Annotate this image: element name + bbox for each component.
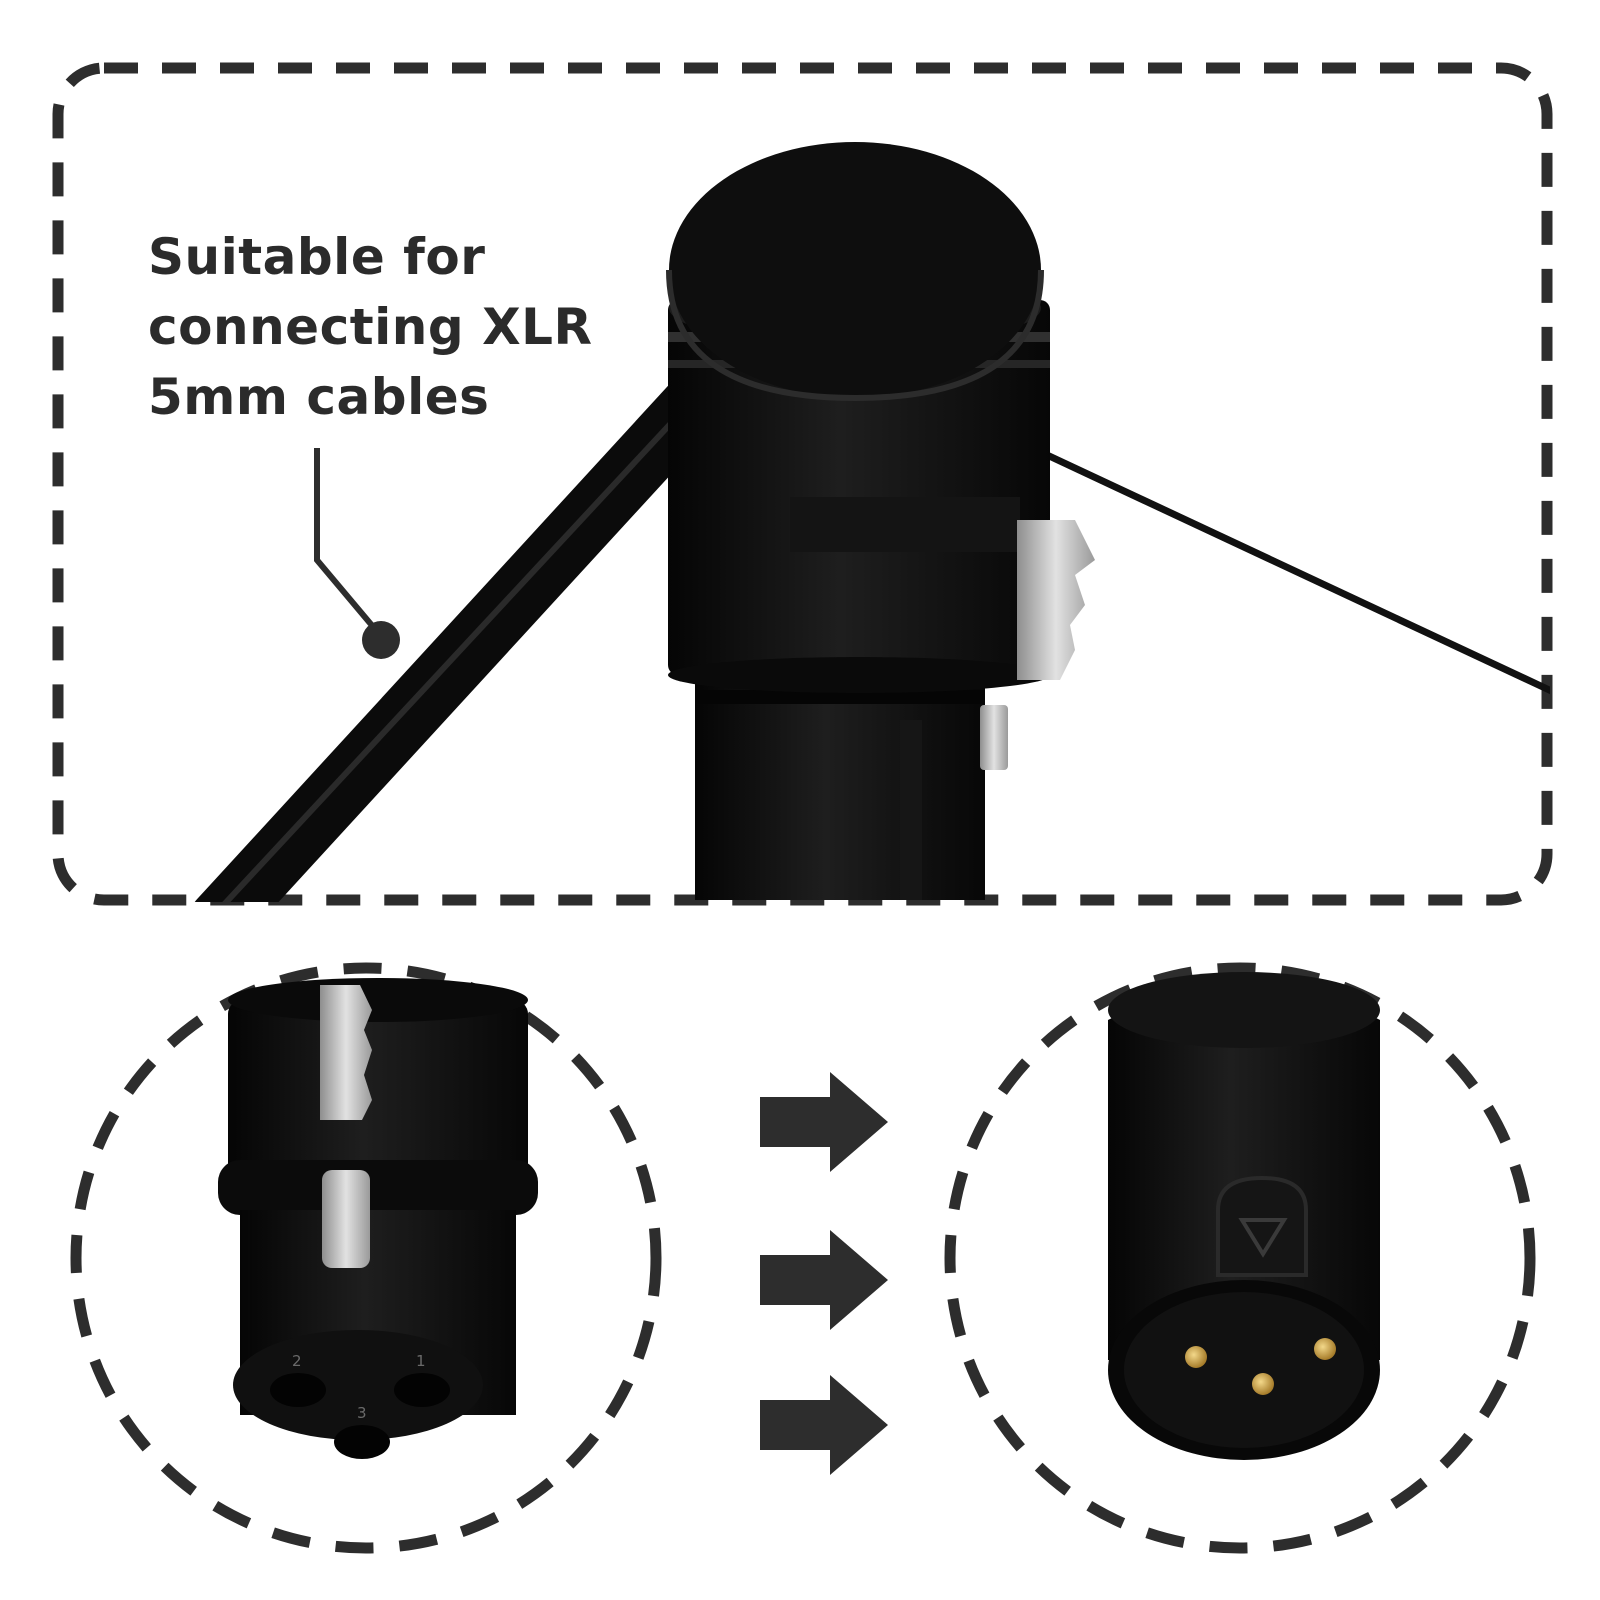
pin-label-1: 1 [416,1352,426,1370]
gold-pin [1252,1373,1274,1395]
female-xlr-connector: 2 3 1 [218,978,538,1459]
metal-latch [1017,520,1095,680]
thick-cable [189,344,751,902]
metal-latch [320,985,372,1120]
male-xlr-connector [1108,972,1380,1460]
arrow-right-icon [760,1072,888,1172]
gold-pin [1314,1338,1336,1360]
small-latch [980,705,1008,770]
arrow-right-icon [760,1230,888,1330]
female-face [233,1330,483,1440]
metal-latch-lower [322,1170,370,1268]
caption-line-3: 5mm cables [148,368,490,426]
feature-caption: Suitable for connecting XLR 5mm cables [148,222,593,432]
caption-line-2: connecting XLR [148,298,593,356]
pin-hole-3 [334,1425,390,1459]
pin-hole-2 [270,1373,326,1407]
latch-triangle-icon [1238,1218,1288,1258]
right-angle-connector-photo [189,142,1550,902]
pin-hole-1 [394,1373,450,1407]
connector-upper-body [668,300,1050,675]
thin-cable [1028,443,1550,699]
latch-slot [1216,1175,1308,1277]
pin-label-2: 2 [292,1352,302,1370]
pin-label-3: 3 [357,1404,367,1422]
callout-line [314,448,383,637]
gold-pin [1185,1346,1207,1368]
arrow-right-icon [760,1375,888,1475]
caption-line-1: Suitable for [148,228,486,286]
callout-dot [362,621,400,659]
female-dashed-circle [70,962,662,1554]
male-dashed-circle [944,962,1536,1554]
